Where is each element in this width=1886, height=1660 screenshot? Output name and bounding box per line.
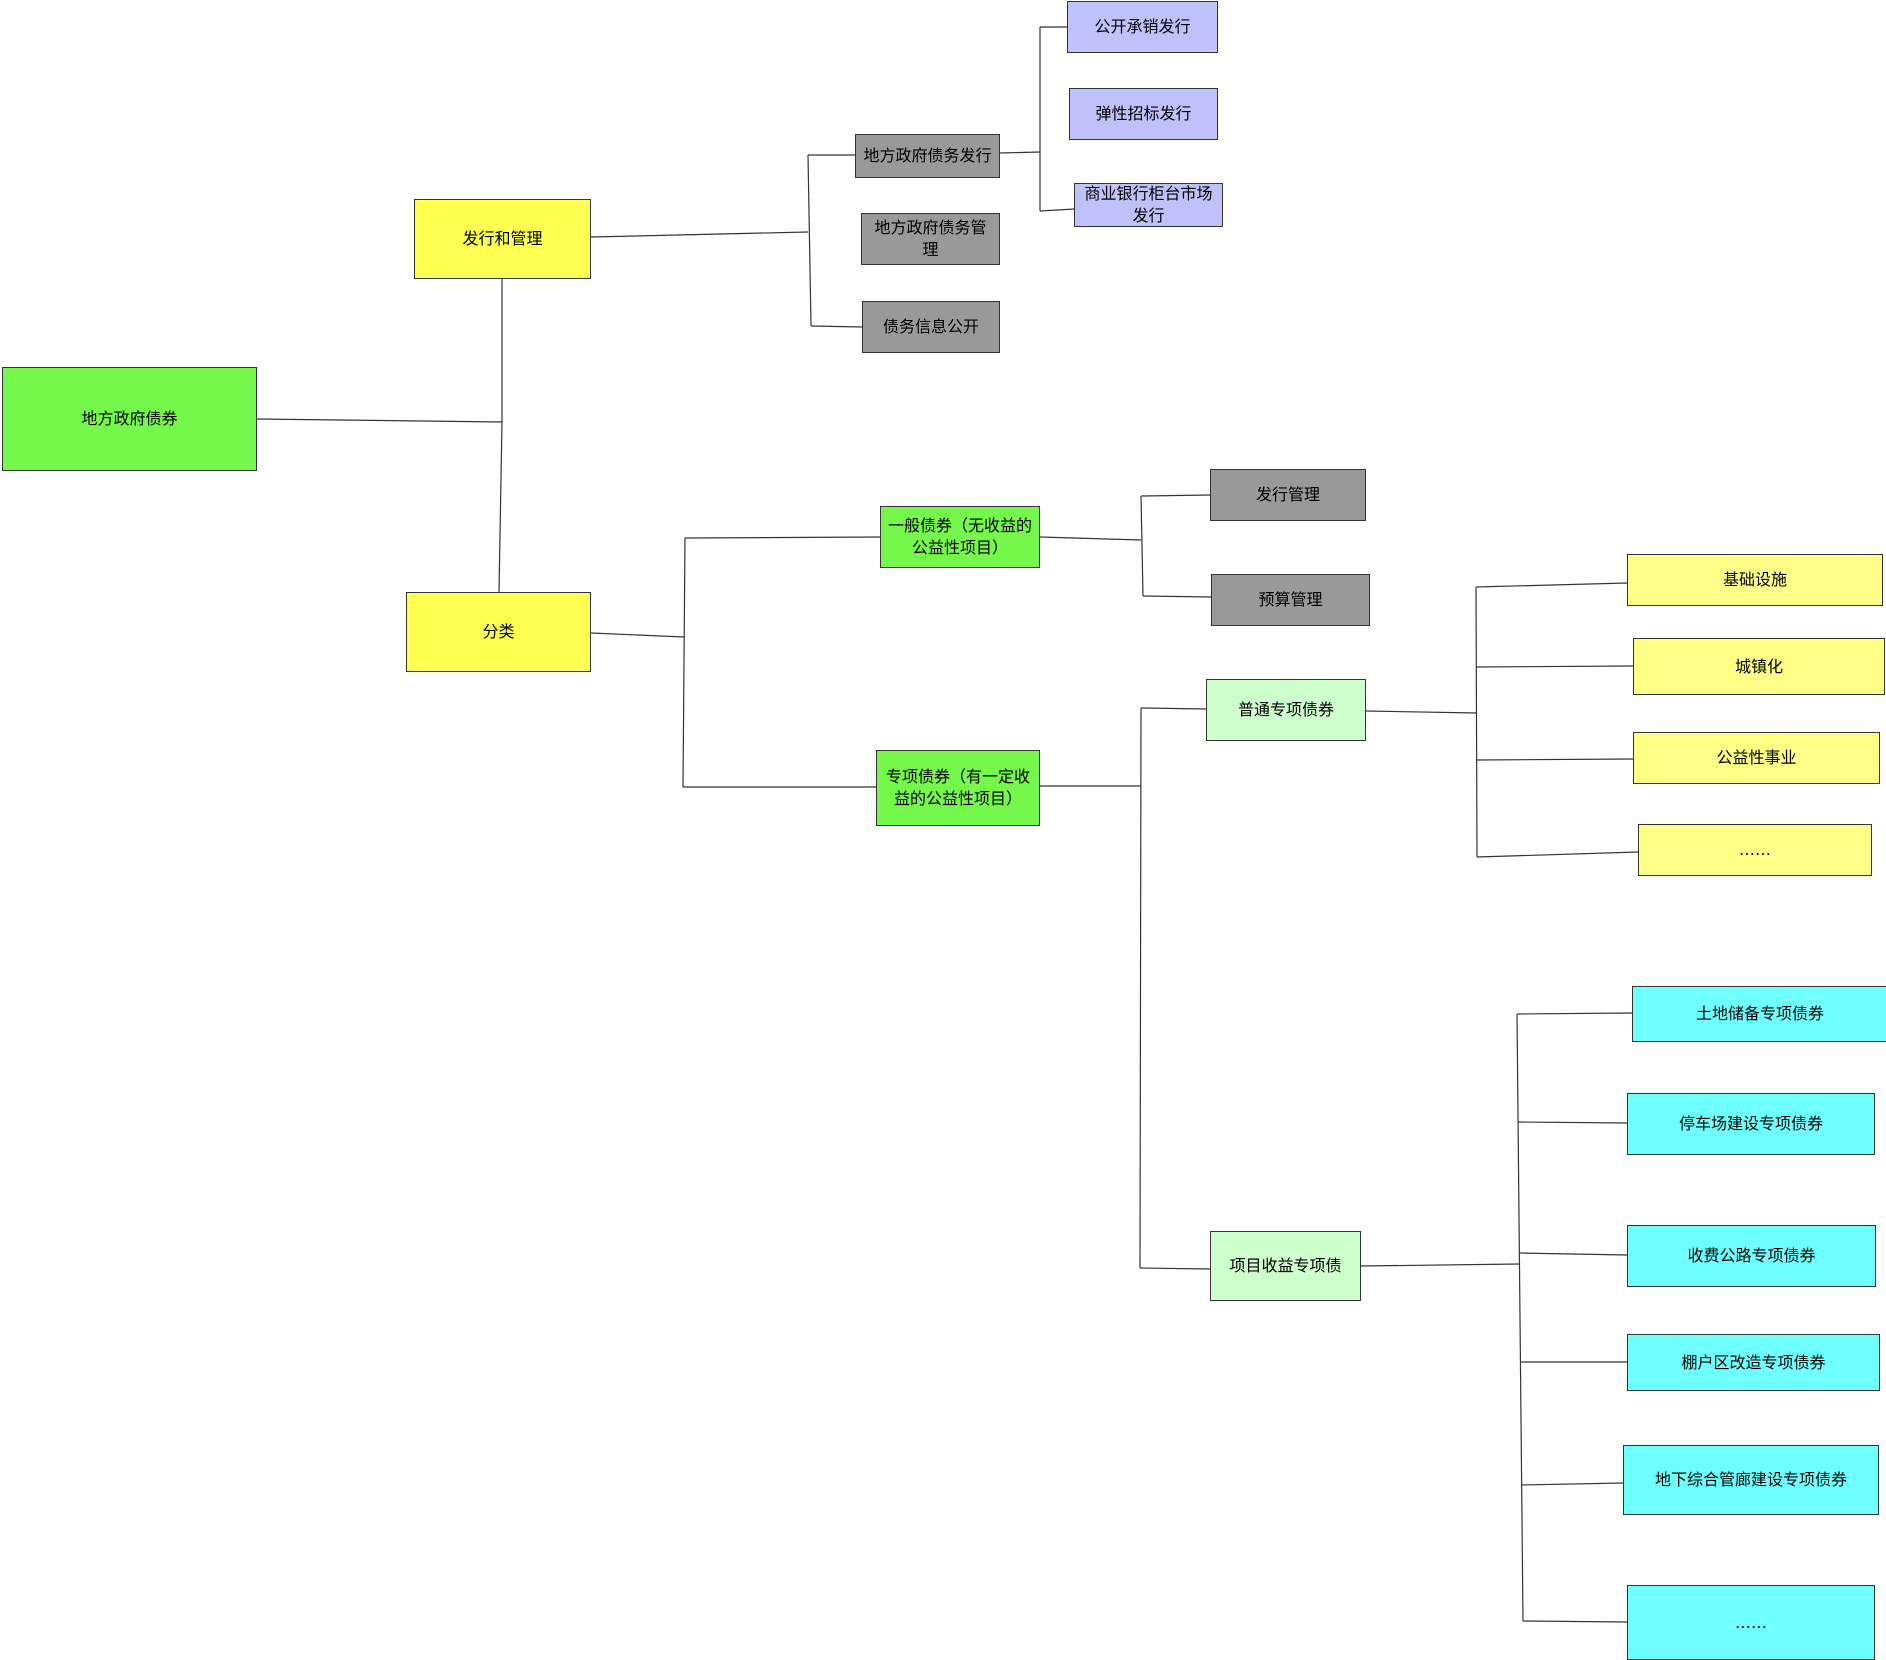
node-label: 地方政府债券: [81, 409, 178, 428]
edge-fxgl-vertical: [807, 154, 812, 327]
node-label: ……: [1739, 840, 1771, 859]
edge-zxzq-xmsy: [1139, 1267, 1211, 1270]
node-shantytown-renovation-bonds[interactable]: 棚户区改造专项债券: [1627, 1334, 1880, 1391]
node-ordinary-special-bonds[interactable]: 普通专项债券: [1206, 679, 1366, 741]
node-label: 公开承销发行: [1094, 17, 1191, 36]
edge-zwfx-bus: [999, 151, 1041, 154]
node-local-government-bonds[interactable]: 地方政府债券: [2, 367, 257, 471]
node-infrastructure[interactable]: 基础设施: [1627, 554, 1883, 606]
node-label: 一般债券（无收益的公益性项目）: [887, 516, 1032, 557]
node-classification[interactable]: 分类: [406, 592, 591, 672]
node-special-bonds[interactable]: 专项债券（有一定收益的公益性项目）: [876, 750, 1040, 826]
node-label: 城镇化: [1734, 656, 1783, 676]
edge-ybzq-vertical: [1140, 495, 1144, 597]
edge-fl-bus: [590, 632, 685, 638]
node-label: 公益性事业: [1716, 748, 1797, 767]
node-label: 普通专项债券: [1237, 700, 1334, 719]
edge-ybzq-ysgl: [1142, 595, 1212, 598]
node-label: 基础设施: [1722, 570, 1787, 589]
node-label: 地方政府债务管理: [874, 218, 987, 259]
edge-zxzq-vertical: [1139, 707, 1142, 1269]
edge-ybzq-bus: [1039, 536, 1142, 541]
node-bank-counter-issuance[interactable]: 商业银行柜台市场发行: [1074, 183, 1223, 227]
node-flexible-tender[interactable]: 弹性招标发行: [1069, 88, 1218, 140]
edge-xmsy-bus: [1360, 1263, 1520, 1267]
node-debt-management[interactable]: 地方政府债务管理: [861, 213, 1000, 265]
node-label: 地下综合管廊建设专项债券: [1654, 1470, 1847, 1489]
node-utility-tunnel-bonds[interactable]: 地下综合管廊建设专项债券: [1623, 1445, 1879, 1515]
node-issuance-management[interactable]: 发行管理: [1210, 469, 1366, 521]
node-label: 收费公路专项债券: [1687, 1246, 1816, 1265]
edge-xmsy-etc2: [1522, 1620, 1628, 1623]
node-project-revenue-special-bonds[interactable]: 项目收益专项债: [1210, 1231, 1361, 1301]
node-label: 发行管理: [1255, 485, 1320, 504]
edge-ptzx-vertical: [1475, 586, 1478, 858]
node-ellipsis-2[interactable]: ……: [1627, 1585, 1875, 1660]
edge-xmsy-sfgl: [1518, 1252, 1628, 1256]
node-public-welfare[interactable]: 公益性事业: [1633, 732, 1880, 784]
edge-xmsy-vertical: [1516, 1013, 1524, 1622]
node-parking-lot-bonds[interactable]: 停车场建设专项债券: [1627, 1093, 1875, 1155]
node-urbanization[interactable]: 城镇化: [1633, 638, 1885, 695]
node-label: 土地储备专项债券: [1695, 1004, 1824, 1023]
node-issuance-and-management[interactable]: 发行和管理: [414, 199, 591, 279]
node-land-reserve-bonds[interactable]: 土地储备专项债券: [1632, 986, 1886, 1042]
node-debt-disclosure[interactable]: 债务信息公开: [862, 301, 1000, 353]
node-label: ……: [1735, 1612, 1767, 1632]
edge-xmsy-tccjs: [1517, 1121, 1628, 1124]
node-label: 专项债券（有一定收益的公益性项目）: [885, 767, 1030, 808]
edge-fl-ybzq: [684, 536, 881, 539]
edge-ptzx-etc1: [1476, 851, 1639, 858]
node-public-underwriting[interactable]: 公开承销发行: [1067, 1, 1218, 53]
edge-ptzx-gyx: [1476, 758, 1634, 761]
edge-root-fl: [498, 421, 503, 593]
edge-fxgl-bus: [590, 231, 809, 238]
edge-ptzx-jcss: [1475, 582, 1628, 588]
edge-root-branches: [256, 418, 503, 423]
edge-ptzx-bus: [1365, 710, 1478, 714]
edge-xmsy-tdcb: [1516, 1012, 1633, 1015]
node-label: 债务信息公开: [882, 317, 979, 336]
node-ellipsis-1[interactable]: ……: [1638, 824, 1872, 876]
node-label: 发行和管理: [462, 229, 543, 248]
node-label: 弹性招标发行: [1095, 104, 1192, 123]
edge-zwfx-syyh: [1039, 208, 1075, 212]
node-general-bonds[interactable]: 一般债券（无收益的公益性项目）: [880, 506, 1040, 568]
node-budget-management[interactable]: 预算管理: [1211, 574, 1370, 626]
node-label: 地方政府债务发行: [863, 146, 992, 165]
node-label: 项目收益专项债: [1229, 1256, 1342, 1275]
edge-xmsy-dxzh: [1520, 1482, 1624, 1486]
edge-zxzq-ptzx: [1140, 707, 1207, 710]
node-debt-issuance[interactable]: 地方政府债务发行: [855, 134, 1000, 178]
node-label: 预算管理: [1258, 590, 1323, 609]
edge-fl-vertical: [682, 537, 686, 788]
edge-ptzx-czh: [1476, 665, 1634, 668]
node-toll-road-bonds[interactable]: 收费公路专项债券: [1627, 1225, 1876, 1287]
node-label: 棚户区改造专项债券: [1681, 1352, 1826, 1372]
node-label: 停车场建设专项债券: [1678, 1114, 1823, 1133]
node-label: 分类: [482, 622, 515, 641]
edge-ybzq-fxgl2: [1140, 494, 1211, 497]
edge-fxgl-xxgk: [810, 325, 863, 328]
node-label: 商业银行柜台市场发行: [1084, 184, 1213, 225]
